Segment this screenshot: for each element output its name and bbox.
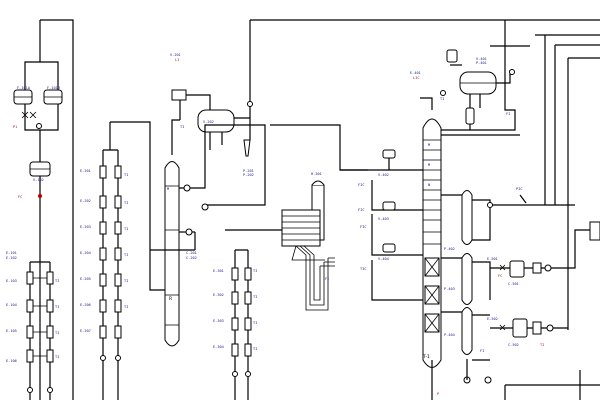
svg-text:PIC: PIC (516, 187, 523, 191)
svg-text:V-102: V-102 (33, 178, 44, 182)
svg-text:LI: LI (175, 58, 179, 62)
svg-text:P-201: P-201 (243, 169, 254, 173)
svg-text:E-201: E-201 (80, 169, 91, 173)
svg-text:M: M (428, 163, 431, 167)
svg-text:FIC: FIC (358, 183, 365, 187)
reactor-label: R (169, 296, 172, 302)
main-column: M M N T-1 E-401 LIC TI P V-401 P-401 FI … (340, 20, 530, 400)
svg-text:E-104: E-104 (6, 303, 17, 307)
svg-text:E-105: E-105 (6, 329, 17, 333)
svg-text:TI: TI (124, 201, 128, 205)
svg-text:TI: TI (253, 321, 257, 325)
svg-text:V-403: V-403 (378, 217, 389, 221)
side-strippers: P-402 P-403 P-404 FI (441, 190, 492, 384)
svg-text:E-101: E-101 (6, 251, 17, 255)
svg-text:H-301: H-301 (311, 172, 322, 176)
svg-text:P: P (437, 392, 439, 396)
svg-text:TI: TI (55, 305, 59, 309)
svg-text:FI: FI (506, 112, 510, 116)
svg-text:TI: TI (124, 173, 128, 177)
svg-text:TI: TI (124, 279, 128, 283)
svg-text:FIC: FIC (358, 208, 365, 212)
svg-text:TI: TI (253, 347, 257, 351)
drum-v202 (197, 109, 235, 133)
svg-text:E-303: E-303 (213, 319, 224, 323)
svg-text:FIC: FIC (360, 225, 367, 229)
svg-text:P-202: P-202 (243, 173, 254, 177)
svg-text:P-402: P-402 (444, 247, 455, 251)
svg-text:E-302: E-302 (213, 293, 224, 297)
svg-text:P1: P1 (13, 125, 17, 129)
svg-text:TI: TI (55, 279, 59, 283)
svg-text:TI: TI (540, 343, 544, 347)
svg-text:TIC: TIC (360, 267, 367, 271)
svg-text:TI: TI (180, 125, 184, 129)
svg-text:TI: TI (253, 295, 257, 299)
svg-text:E-501: E-501 (487, 257, 498, 261)
svg-text:P-401: P-401 (476, 61, 487, 65)
svg-text:TI: TI (124, 253, 128, 257)
svg-text:E-204: E-204 (80, 251, 91, 255)
svg-text:E-103: E-103 (6, 279, 17, 283)
svg-text:TI: TI (124, 227, 128, 231)
svg-text:E-205: E-205 (80, 277, 91, 281)
svg-text:FC: FC (498, 274, 502, 278)
exchanger-train: E-201 E-202 E-203 E-204 E-205 E-206 E-20… (80, 121, 165, 400)
svg-text:P-404: P-404 (444, 333, 455, 337)
main-column-label: T-1 (422, 354, 430, 360)
svg-text:TI: TI (55, 331, 59, 335)
svg-text:M: M (167, 187, 170, 191)
reactor: R M V-201 LI V-202 P-201 P-202 TI C-201 … (150, 19, 600, 347)
svg-text:E-206: E-206 (80, 303, 91, 307)
svg-text:E-301: E-301 (213, 269, 224, 273)
svg-text:V-401: V-401 (476, 57, 487, 61)
svg-text:E-102: E-102 (6, 256, 17, 260)
svg-text:C-502: C-502 (508, 343, 519, 347)
svg-text:FC: FC (18, 195, 22, 199)
svg-text:E-401: E-401 (410, 71, 421, 75)
svg-text:V-201: V-201 (170, 53, 181, 57)
furnace: H-301 FI (270, 124, 368, 311)
exchanger-bank-3: E-301 E-302 E-303 E-304 TI TI TI TI (213, 229, 296, 400)
svg-text:V-404: V-404 (378, 257, 389, 261)
svg-text:N: N (428, 183, 430, 187)
svg-text:M: M (428, 143, 431, 147)
left-section: F-101A F-101B P1 V-102 FC E-101 E-102 E-… (6, 19, 74, 400)
svg-text:E-304: E-304 (213, 345, 224, 349)
svg-text:E-207: E-207 (80, 329, 91, 333)
svg-text:TI: TI (55, 355, 59, 359)
svg-text:C-201: C-201 (186, 251, 197, 255)
svg-text:V-202: V-202 (203, 120, 214, 124)
svg-text:F-101A: F-101A (17, 86, 31, 90)
svg-text:C-202: C-202 (186, 256, 197, 260)
product-trains: PIC E-501 C-501 FC E-502 C-502 TI (487, 34, 600, 400)
svg-text:TI: TI (124, 305, 128, 309)
svg-text:E-106: E-106 (6, 359, 17, 363)
svg-text:E-203: E-203 (80, 225, 91, 229)
svg-text:FI: FI (325, 277, 329, 281)
svg-text:LIC: LIC (413, 76, 420, 80)
svg-text:V-402: V-402 (378, 173, 389, 177)
svg-text:TI: TI (253, 269, 257, 273)
svg-text:E-502: E-502 (487, 317, 498, 321)
svg-text:E-202: E-202 (80, 199, 91, 203)
svg-text:C-501: C-501 (508, 282, 519, 286)
svg-text:FI: FI (480, 349, 484, 353)
svg-text:P-403: P-403 (444, 287, 455, 291)
svg-text:TI: TI (440, 97, 444, 101)
svg-text:F-101B: F-101B (47, 86, 60, 90)
